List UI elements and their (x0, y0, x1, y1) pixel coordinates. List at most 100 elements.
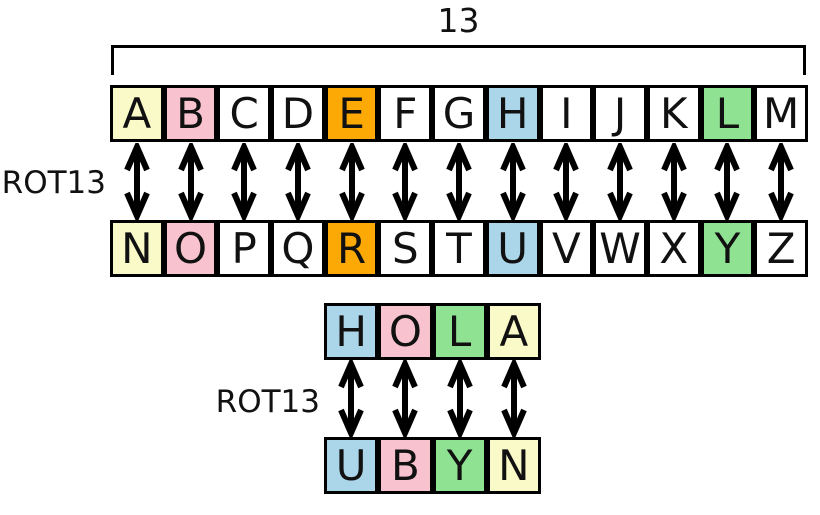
alphabet-cell-N: N (110, 220, 164, 277)
alphabet-cell-H: H (485, 85, 540, 142)
double-arrow-icon (660, 143, 687, 220)
arrow-slot (217, 143, 271, 220)
span-bracket (111, 45, 806, 75)
letter: X (659, 223, 689, 273)
letter: D (281, 88, 315, 138)
example-cell-N: N (486, 437, 541, 494)
arrow-slot (110, 143, 164, 220)
double-arrow-icon (768, 143, 794, 220)
example-cell-B: B (378, 437, 433, 494)
letter: R (337, 223, 367, 273)
letter: H (335, 306, 367, 356)
double-arrow-icon (338, 143, 365, 220)
alphabet-cell-Q: Q (271, 220, 325, 277)
double-arrow-icon (446, 143, 472, 220)
double-arrow-icon (553, 143, 580, 220)
arrow-slot (486, 143, 540, 220)
alphabet-cell-X: X (646, 220, 701, 277)
letter: U (335, 440, 367, 490)
letter: C (229, 88, 259, 138)
arrow-slot (433, 360, 487, 437)
letter: F (393, 88, 418, 138)
letter: O (388, 306, 422, 356)
letter: Y (446, 440, 473, 490)
arrow-slot (325, 143, 379, 220)
letter: M (762, 88, 800, 138)
arrow-slot (487, 360, 541, 437)
letter: O (174, 223, 208, 273)
arrow-slot (324, 360, 378, 437)
rot13-label-example: ROT13 (215, 384, 320, 420)
alphabet-cell-D: D (271, 85, 325, 142)
letter: B (176, 88, 205, 138)
alphabet-cell-Z: Z (754, 220, 808, 277)
letter: V (551, 223, 581, 273)
letter: I (560, 88, 573, 138)
arrow-slot (540, 143, 594, 220)
arrow-slot (164, 143, 218, 220)
letter: Q (281, 223, 315, 273)
letter: T (446, 223, 472, 273)
arrow-slot (593, 143, 647, 220)
arrow-zone-main (110, 143, 808, 220)
letter: Z (766, 223, 796, 273)
alphabet-cell-A: A (110, 85, 164, 142)
double-arrow-icon (392, 360, 419, 437)
letter: S (391, 223, 419, 273)
alphabet-cell-J: J (593, 85, 647, 142)
letter: H (496, 88, 529, 138)
letter: E (338, 88, 365, 138)
example-cell-A: A (486, 303, 541, 360)
alphabet-cell-F: F (378, 85, 433, 142)
double-arrow-icon (338, 360, 364, 437)
letter: L (715, 88, 740, 138)
example-cell-O: O (378, 303, 433, 360)
shift-count-label: 13 (437, 1, 480, 40)
letter: J (613, 88, 627, 138)
letter: A (499, 306, 529, 356)
letter: U (497, 223, 529, 273)
alphabet-cell-B: B (163, 85, 218, 142)
alphabet-cell-K: K (646, 85, 701, 142)
alphabet-cell-L: L (700, 85, 755, 142)
example-cell-H: H (324, 303, 379, 360)
alphabet-cell-U: U (485, 220, 540, 277)
alphabet-cell-C: C (217, 85, 272, 142)
alphabet-cell-R: R (324, 220, 379, 277)
double-arrow-icon (714, 143, 741, 220)
alphabet-cell-V: V (539, 220, 594, 277)
letter: L (447, 306, 472, 356)
letter: Y (714, 223, 741, 273)
letter: W (599, 223, 641, 273)
double-arrow-icon (499, 143, 526, 220)
alphabet-cell-W: W (593, 220, 647, 277)
alphabet-cell-Y: Y (700, 220, 755, 277)
alphabet-cell-M: M (754, 85, 808, 142)
example-cell-L: L (432, 303, 487, 360)
double-arrow-icon (177, 143, 204, 220)
example-cell-Y: Y (432, 437, 487, 494)
arrow-slot (432, 143, 486, 220)
letter: N (498, 440, 530, 490)
double-arrow-icon (285, 143, 311, 220)
letter: A (122, 88, 152, 138)
arrow-slot (701, 143, 755, 220)
double-arrow-icon (607, 143, 633, 220)
double-arrow-icon (124, 143, 150, 220)
letter: N (121, 223, 153, 273)
double-arrow-icon (501, 360, 527, 437)
alphabet-cell-G: G (432, 85, 486, 142)
arrow-slot (378, 360, 432, 437)
arrow-slot (378, 143, 432, 220)
example-cell-U: U (324, 437, 379, 494)
alphabet-cell-S: S (378, 220, 433, 277)
arrow-slot (647, 143, 701, 220)
alphabet-cell-E: E (324, 85, 379, 142)
double-arrow-icon (446, 360, 473, 437)
arrow-zone-example (324, 360, 541, 437)
